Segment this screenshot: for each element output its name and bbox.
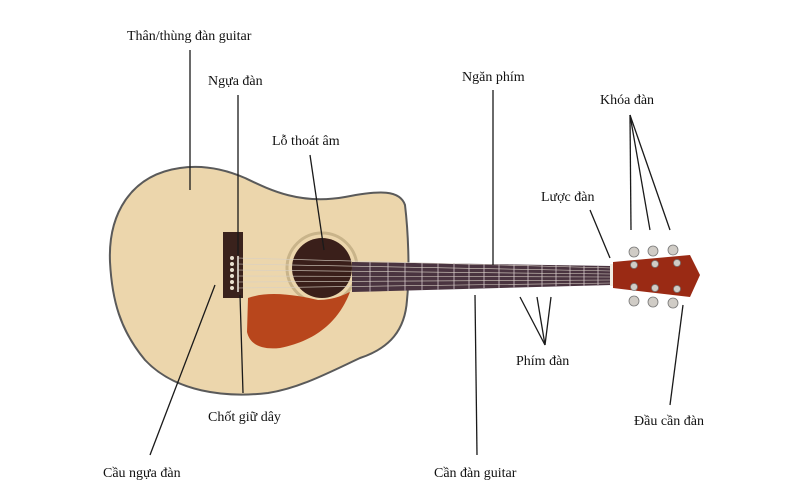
leader-lines — [149, 50, 684, 456]
label-nut: Lược đàn — [541, 190, 595, 205]
label-tuners: Khóa đàn — [600, 93, 655, 108]
label-frets: Phím đàn — [516, 354, 570, 369]
label-bridge-pins: Chốt giữ dây — [208, 410, 281, 425]
label-saddle: Ngựa đàn — [208, 74, 263, 89]
guitar-body — [108, 165, 410, 396]
label-neck: Cần đàn guitar — [434, 466, 517, 481]
label-body: Thân/thùng đàn guitar — [127, 29, 252, 44]
label-bridge: Cầu ngựa đàn — [103, 466, 181, 481]
soundhole — [292, 238, 352, 298]
label-fret: Ngăn phím — [462, 70, 525, 85]
label-soundhole: Lỗ thoát âm — [272, 134, 340, 149]
pickguard — [247, 292, 350, 349]
label-headstock: Đầu cần đàn — [634, 414, 704, 429]
